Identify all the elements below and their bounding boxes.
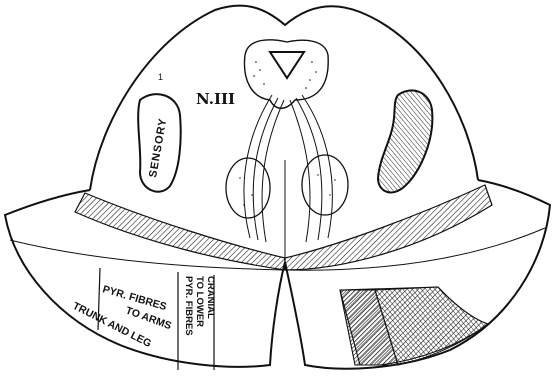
oculomotor-fibres [244, 95, 332, 242]
small-mark: 1 [158, 72, 163, 82]
red-nucleus-right [302, 155, 348, 215]
lower-cranial-line2: TO LOWER [194, 276, 205, 327]
aqueduct [270, 52, 304, 78]
lower-cranial-line1: PYR. FIBRES [183, 276, 194, 336]
medial-lemniscus-right [378, 90, 432, 192]
sensory-label: SENSORY [147, 117, 169, 179]
red-nucleus-left [226, 158, 270, 218]
lower-cranial-line3: CRANIAL [205, 276, 216, 319]
substantia-nigra-right [285, 185, 492, 270]
nerve-label: N.III [196, 90, 235, 108]
